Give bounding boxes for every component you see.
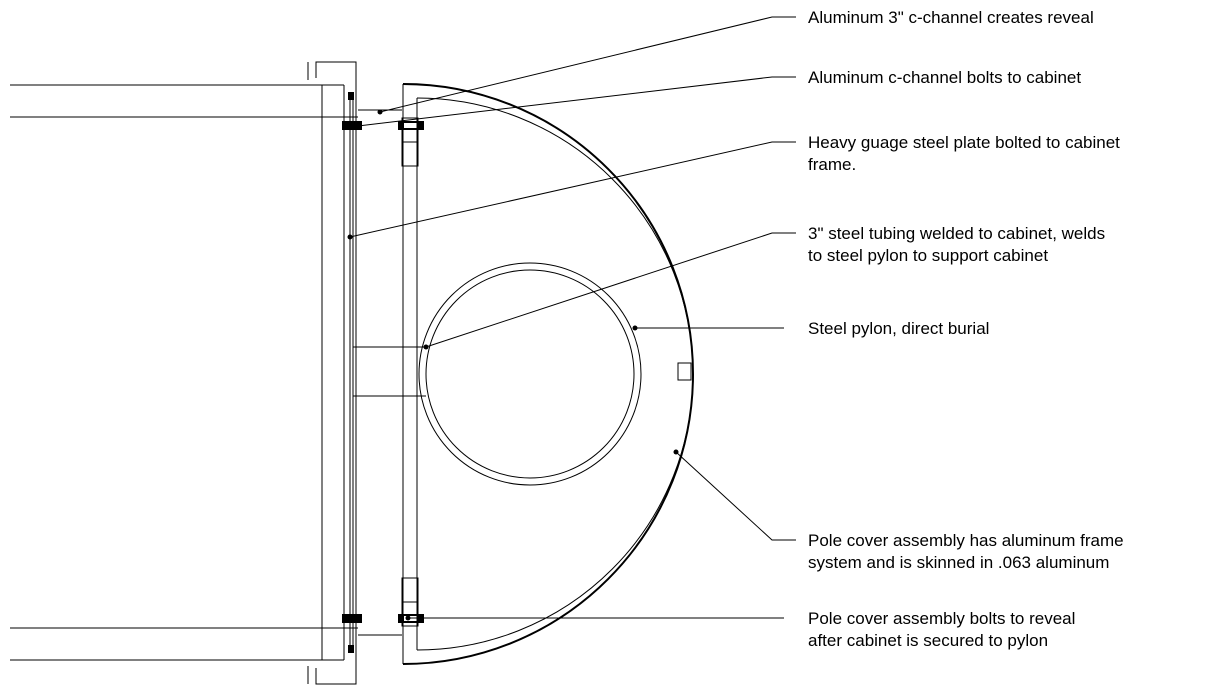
callout-steel-tubing: 3" steel tubing welded to cabinet, welds…	[808, 224, 1110, 265]
cabinet-walls	[10, 84, 358, 661]
callout-steel-tubing-line-1: 3" steel tubing welded to cabinet, welds	[808, 224, 1105, 243]
leader-lines	[347, 16, 796, 621]
callout-steel-plate-line-2: frame.	[808, 155, 856, 174]
callout-pole-cover-frame: Pole cover assembly has aluminum frame s…	[808, 531, 1128, 572]
reveal-c-channel	[358, 109, 402, 636]
callout-steel-plate: Heavy guage steel plate bolted to cabine…	[808, 133, 1125, 174]
callout-pole-cover-frame-line-2: system and is skinned in .063 aluminum	[808, 553, 1109, 572]
callout-pole-cover-bolts-line-1: Pole cover assembly bolts to reveal	[808, 609, 1075, 628]
bolts	[342, 92, 424, 653]
callout-pole-cover-frame-line-1: Pole cover assembly has aluminum frame	[808, 531, 1124, 550]
callout-reveal: Aluminum 3" c-channel creates reveal	[808, 8, 1094, 27]
cabinet-frame	[307, 61, 357, 685]
callout-c-channel-bolts-line-1: Aluminum c-channel bolts to cabinet	[808, 68, 1081, 87]
steel-plate	[349, 95, 354, 650]
callout-pole-cover-bolts: Pole cover assembly bolts to reveal afte…	[808, 609, 1080, 650]
callout-steel-plate-line-1: Heavy guage steel plate bolted to cabine…	[808, 133, 1120, 152]
pole-cover-assembly	[402, 83, 694, 665]
steel-pylon	[418, 262, 642, 486]
pole-cover-clamps	[401, 117, 419, 627]
callout-reveal-line-1: Aluminum 3" c-channel creates reveal	[808, 8, 1094, 27]
callout-pole-cover-bolts-line-2: after cabinet is secured to pylon	[808, 631, 1048, 650]
callout-pylon: Steel pylon, direct burial	[808, 319, 989, 338]
callout-c-channel-bolts: Aluminum c-channel bolts to cabinet	[808, 68, 1081, 87]
steel-tubing	[353, 346, 426, 397]
callout-labels: Aluminum 3" c-channel creates reveal Alu…	[808, 8, 1128, 650]
callout-steel-tubing-line-2: to steel pylon to support cabinet	[808, 246, 1048, 265]
callout-pylon-line-1: Steel pylon, direct burial	[808, 319, 989, 338]
